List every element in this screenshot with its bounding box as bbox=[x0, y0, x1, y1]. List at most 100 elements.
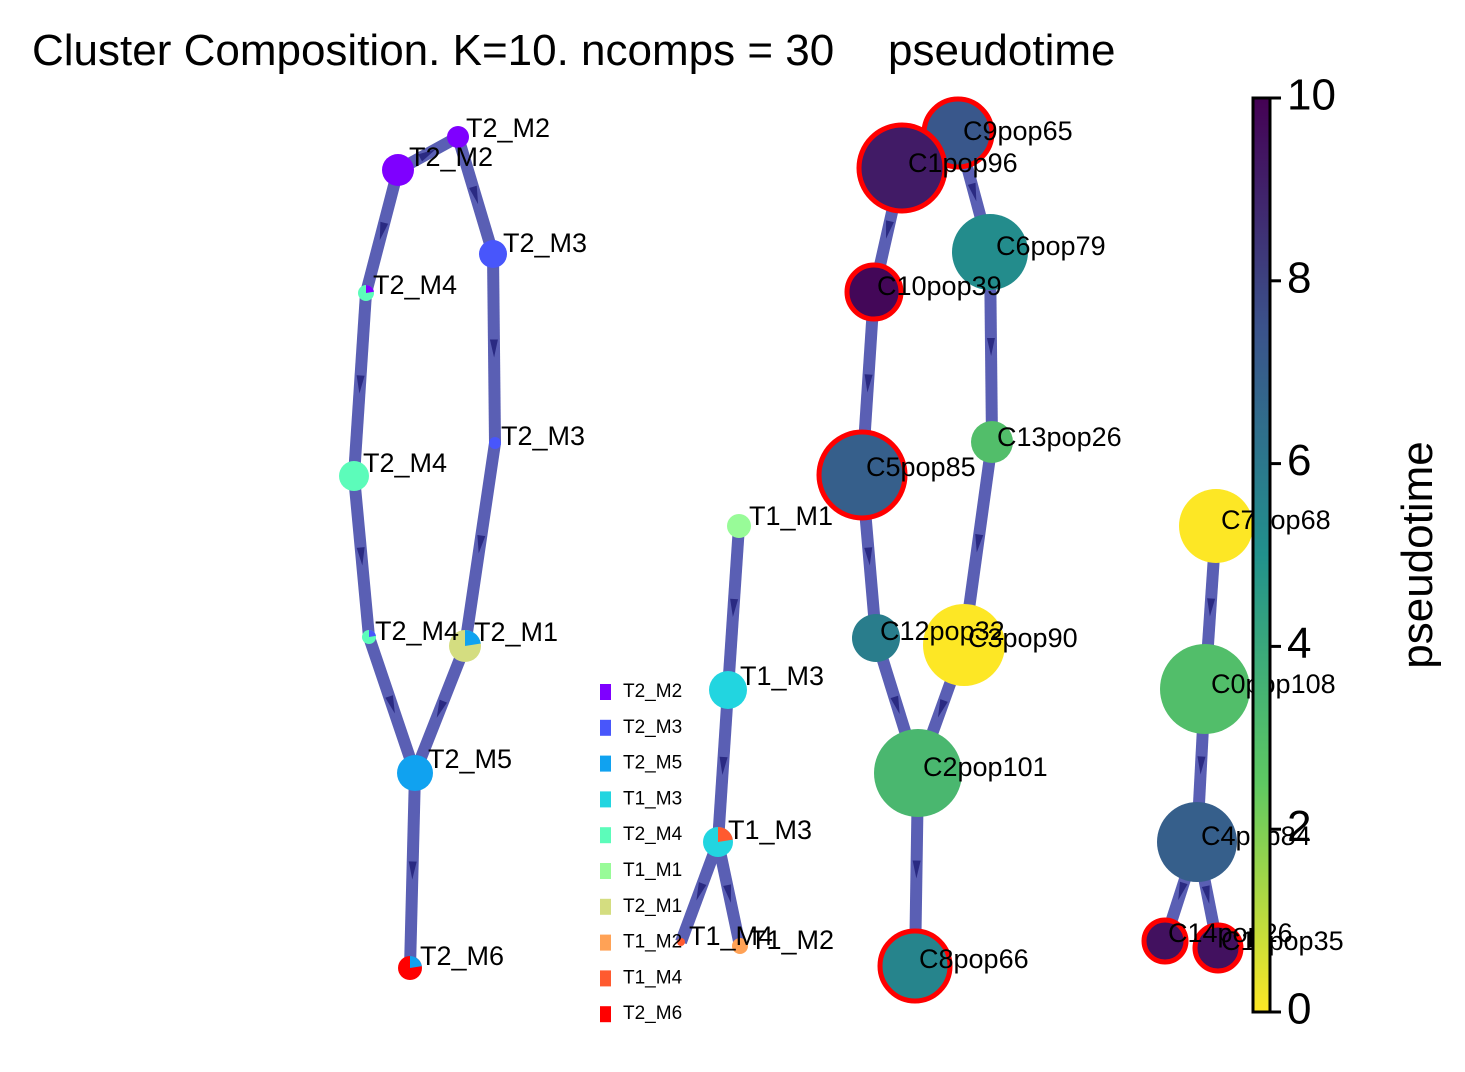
pseudotime-node[interactable] bbox=[952, 214, 1028, 290]
legend-label: T2_M2 bbox=[623, 681, 682, 702]
composition-node-slice bbox=[718, 827, 733, 842]
composition-node[interactable] bbox=[397, 755, 433, 791]
pseudotime-node-circle bbox=[877, 928, 953, 1004]
composition-node-pie bbox=[732, 938, 748, 954]
composition-node[interactable] bbox=[339, 461, 369, 491]
composition-node-pie bbox=[382, 154, 414, 186]
pseudotime-node-circle bbox=[1157, 802, 1237, 882]
pseudotime-node[interactable] bbox=[816, 429, 908, 521]
pseudotime-edge-arrow bbox=[1178, 881, 1188, 901]
legend-swatch bbox=[600, 934, 611, 951]
pseudotime-node[interactable] bbox=[1192, 922, 1244, 974]
composition-node[interactable] bbox=[732, 938, 748, 954]
pseudotime-node-circle bbox=[1160, 644, 1250, 734]
composition-edge-arrow bbox=[489, 339, 498, 358]
legend-entry: T2_M4 bbox=[600, 824, 683, 845]
composition-node[interactable] bbox=[447, 126, 469, 148]
composition-edge-arrow bbox=[696, 882, 707, 901]
graph-edges bbox=[348, 131, 1224, 969]
pseudotime-node[interactable] bbox=[1141, 917, 1189, 965]
composition-edge-arrow bbox=[723, 884, 732, 903]
composition-node[interactable] bbox=[479, 240, 507, 268]
colorbar-tick-label: 2 bbox=[1287, 802, 1311, 851]
pseudotime-node[interactable] bbox=[923, 604, 1005, 686]
composition-edge-arrow bbox=[356, 547, 365, 566]
composition-node-label: T2_M3 bbox=[503, 228, 587, 258]
pseudotime-node[interactable] bbox=[1179, 489, 1253, 563]
pseudotime-node-circle bbox=[952, 214, 1028, 290]
legend-label: T2_M1 bbox=[623, 896, 682, 917]
composition-edge-arrow bbox=[719, 756, 728, 775]
composition-node-label: T2_M4 bbox=[373, 270, 457, 300]
legend-swatch bbox=[600, 719, 611, 736]
composition-node[interactable] bbox=[677, 938, 685, 946]
composition-title: Cluster Composition. K=10. ncomps = 30 bbox=[32, 26, 835, 75]
pseudotime-edge-arrow bbox=[864, 374, 873, 393]
composition-node[interactable] bbox=[449, 630, 481, 662]
pseudotime-node-label: C13pop26 bbox=[997, 422, 1122, 452]
pseudotime-edge-arrow bbox=[1201, 885, 1210, 904]
composition-node[interactable] bbox=[727, 514, 751, 538]
legend-swatch bbox=[600, 791, 611, 808]
legend-label: T2_M4 bbox=[623, 824, 683, 845]
composition-edge-arrow bbox=[408, 861, 417, 880]
composition-node-label: T2_M4 bbox=[363, 448, 447, 478]
pseudotime-edge-arrow bbox=[864, 547, 873, 566]
composition-node[interactable] bbox=[703, 827, 733, 857]
pseudotime-node[interactable] bbox=[874, 729, 962, 817]
composition-node[interactable] bbox=[382, 154, 414, 186]
composition-node-slice bbox=[465, 630, 481, 646]
legend-swatch bbox=[600, 863, 611, 879]
legend-label: T1_M2 bbox=[623, 932, 682, 953]
pseudotime-edge-arrow bbox=[937, 699, 948, 718]
composition-edge-arrow bbox=[436, 699, 448, 718]
legend-entry: T2_M2 bbox=[600, 681, 682, 702]
pseudotime-node[interactable] bbox=[877, 928, 953, 1004]
composition-edge-arrow bbox=[730, 598, 739, 617]
composition-node[interactable] bbox=[489, 437, 501, 449]
legend-entry: T1_M4 bbox=[600, 967, 683, 988]
pseudotime-node-label: C5pop85 bbox=[866, 452, 976, 482]
composition-node-label: T2_M6 bbox=[420, 941, 504, 971]
composition-node-slice bbox=[410, 956, 422, 968]
pseudotime-title: pseudotime bbox=[888, 26, 1116, 75]
composition-node-label: T1_M3 bbox=[728, 815, 812, 845]
pseudotime-node-label: C11pop35 bbox=[1221, 926, 1344, 956]
pseudotime-node-circle bbox=[856, 122, 948, 214]
legend-label: T2_M5 bbox=[623, 753, 682, 774]
pseudotime-edge-arrow bbox=[967, 182, 977, 202]
composition-node[interactable] bbox=[362, 630, 376, 644]
composition-node-pie bbox=[397, 755, 433, 791]
pseudotime-node[interactable] bbox=[971, 421, 1013, 463]
colorbar-tick-label: 8 bbox=[1287, 253, 1311, 302]
composition-node[interactable] bbox=[709, 671, 747, 709]
pseudotime-node[interactable] bbox=[852, 614, 900, 662]
legend-label: T2_M6 bbox=[623, 1003, 682, 1024]
pseudotime-node[interactable] bbox=[1160, 644, 1250, 734]
pseudotime-edge-arrow bbox=[890, 695, 900, 715]
composition-edge-arrow bbox=[477, 535, 486, 554]
composition-node[interactable] bbox=[358, 285, 374, 301]
pseudotime-node[interactable] bbox=[1157, 802, 1237, 882]
composition-node-label: T2_M2 bbox=[409, 142, 493, 172]
composition-node-pie bbox=[447, 126, 469, 148]
legend-entry: T1_M2 bbox=[600, 932, 682, 953]
legend-entry: T2_M6 bbox=[600, 1003, 682, 1024]
pseudotime-node-circle bbox=[874, 729, 962, 817]
legend-label: T1_M4 bbox=[623, 967, 683, 988]
colorbar-axis-label: pseudotime bbox=[1393, 441, 1442, 668]
pseudotime-node-circle bbox=[1179, 489, 1253, 563]
pseudotime-node-circle bbox=[1141, 917, 1189, 965]
pseudotime-node-circle bbox=[923, 604, 1005, 686]
pseudotime-node[interactable] bbox=[856, 122, 948, 214]
composition-node[interactable] bbox=[398, 956, 422, 980]
pseudotime-node-circle bbox=[971, 421, 1013, 463]
legend-label: T2_M3 bbox=[623, 717, 682, 738]
composition-node-label: T2_M5 bbox=[428, 744, 512, 774]
legend-swatch bbox=[600, 755, 611, 772]
legend-entry: T2_M1 bbox=[600, 896, 682, 917]
pseudotime-node[interactable] bbox=[844, 262, 904, 322]
colorbar-tick-label: 6 bbox=[1287, 436, 1311, 485]
pseudotime-edge-arrow bbox=[986, 337, 995, 356]
